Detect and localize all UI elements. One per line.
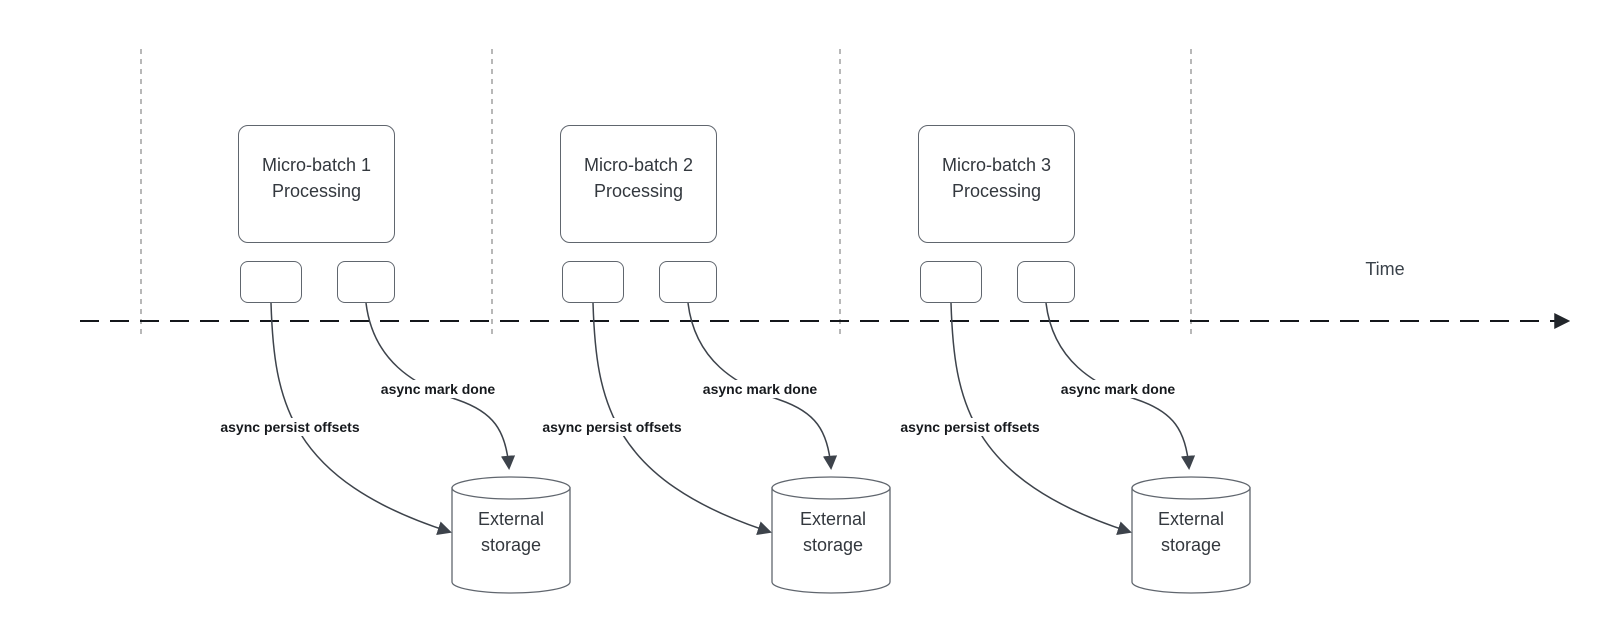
mark-done-label-3: async mark done [1057,380,1179,398]
micro-batch-subtitle: Processing [271,181,362,201]
micro-batch-1-processing-box: Micro-batch 1 Processing [238,125,395,243]
mark-done-label-2: async mark done [699,380,821,398]
time-axis-label: Time [1365,259,1405,279]
micro-batch-title: Micro-batch 1 [261,155,372,175]
micro-batch-subtitle: Processing [593,181,684,201]
external-storage-label-2: External storage [799,509,867,555]
mark-done-arrow-3 [1045,302,1196,470]
external-storage-cylinder-2 [771,476,891,594]
micro-batch-title: Micro-batch 3 [941,155,1052,175]
cylinder-body [1131,487,1251,594]
micro-batch-title: Micro-batch 2 [583,155,694,175]
mark-done-arrow-1 [365,302,516,470]
cylinder-top [1131,476,1251,500]
mark-done-task-box-1 [337,261,395,303]
external-storage-label-3: External storage [1157,509,1225,555]
external-storage-cylinder-3 [1131,476,1251,594]
mark-done-task-box-2 [659,261,717,303]
persist-offsets-task-box-3 [920,261,982,303]
mark-done-label-1: async mark done [377,380,499,398]
cylinder-body [451,487,571,594]
external-storage-cylinder-1 [451,476,571,594]
cylinder-top [451,476,571,500]
micro-batch-subtitle: Processing [951,181,1042,201]
mark-done-task-box-3 [1017,261,1075,303]
persist-offsets-task-box-1 [240,261,302,303]
persist-offsets-label-1: async persist offsets [217,418,363,436]
persist-offsets-label-3: async persist offsets [897,418,1043,436]
cylinder-top [771,476,891,500]
persist-offsets-task-box-2 [562,261,624,303]
external-storage-label-1: External storage [477,509,545,555]
persist-offsets-label-2: async persist offsets [539,418,685,436]
mark-done-arrow-2 [687,302,838,470]
micro-batch-3-processing-box: Micro-batch 3 Processing [918,125,1075,243]
micro-batch-2-processing-box: Micro-batch 2 Processing [560,125,717,243]
cylinder-body [771,487,891,594]
